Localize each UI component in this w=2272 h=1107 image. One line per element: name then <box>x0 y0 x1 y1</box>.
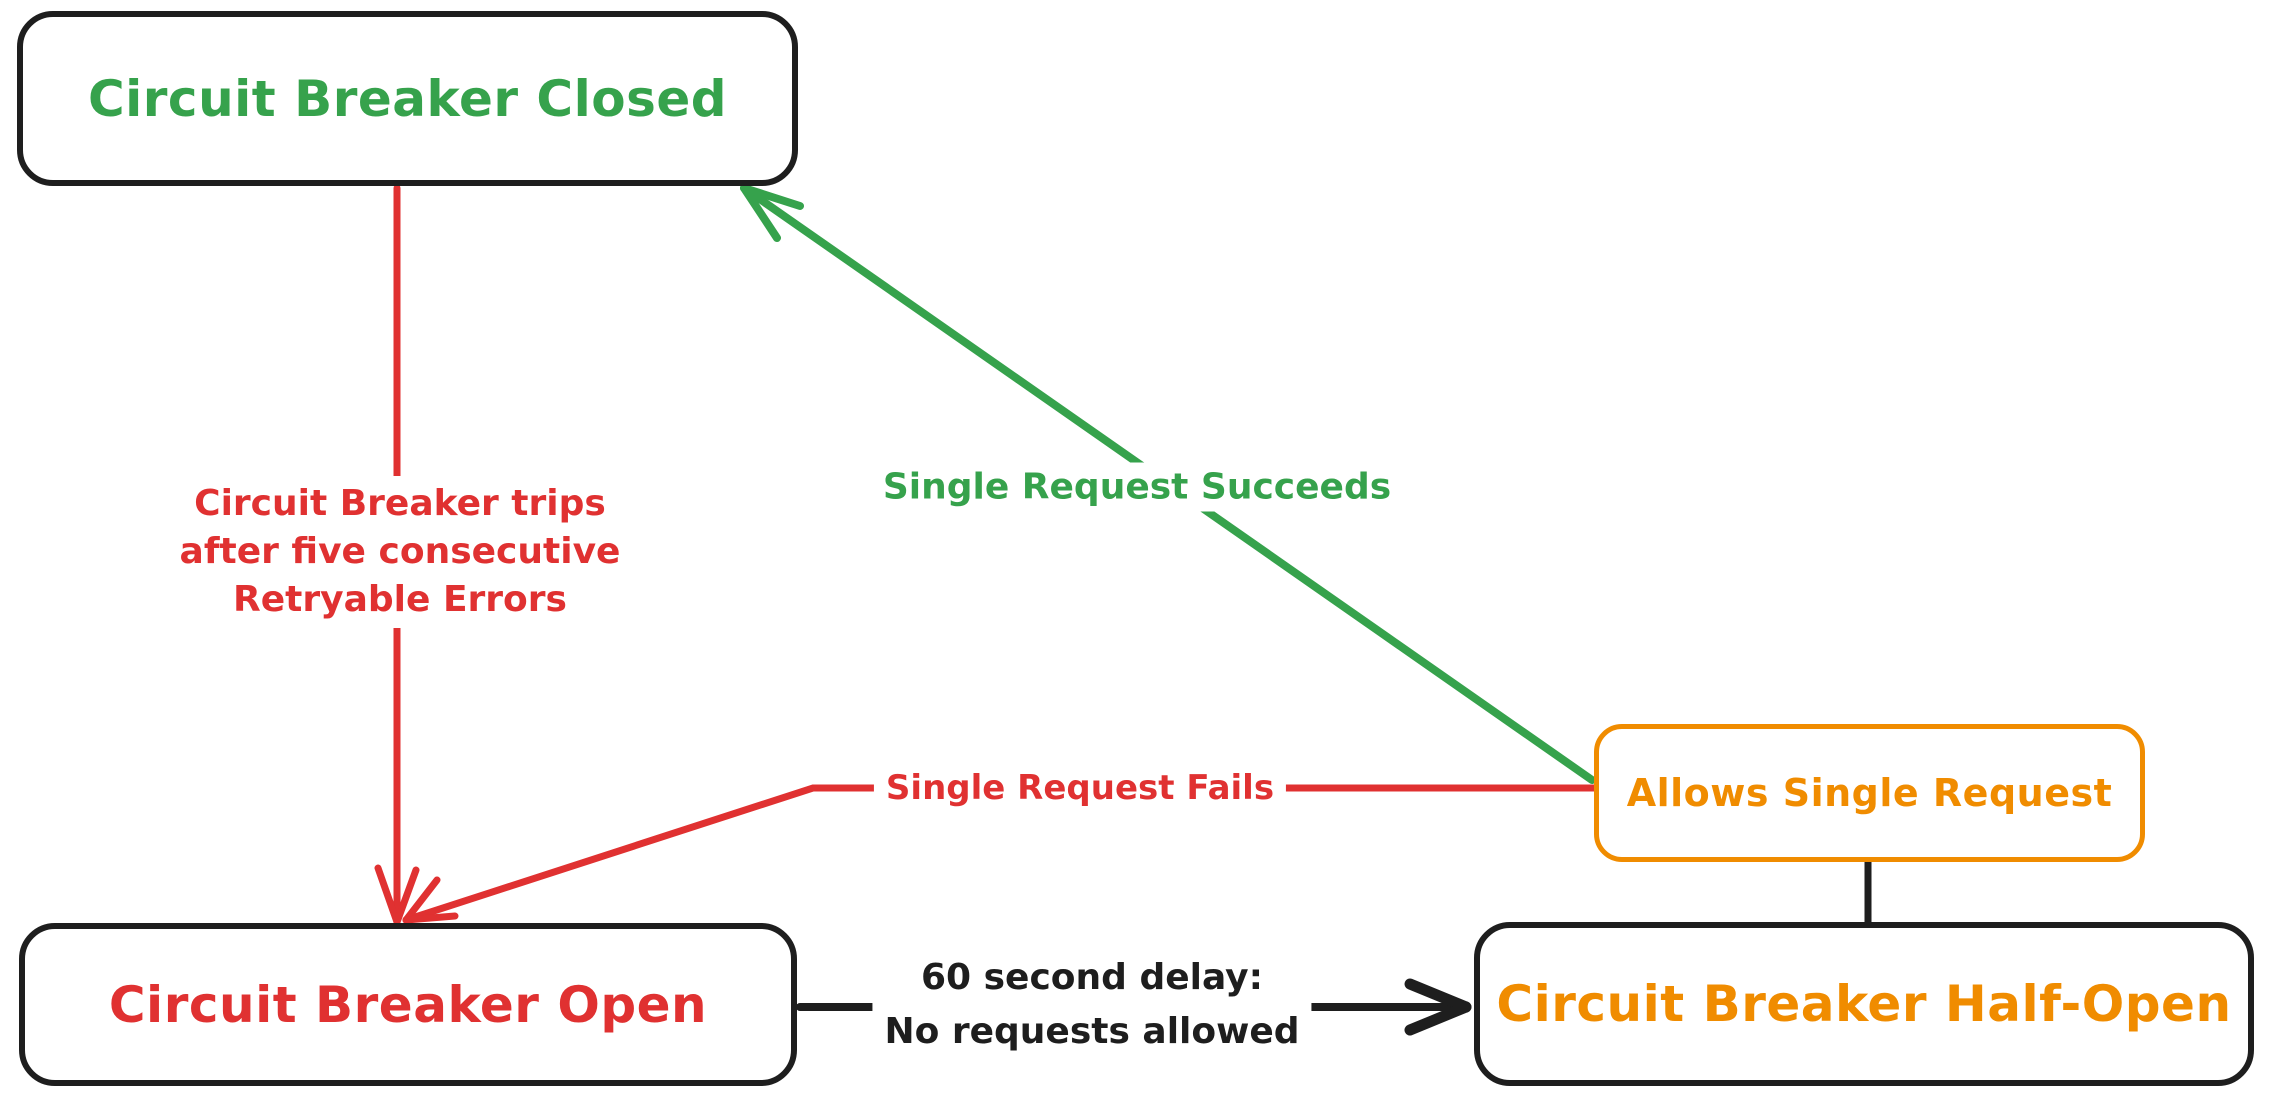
state-open-box: Circuit Breaker Open <box>19 923 797 1086</box>
state-open-label: Circuit Breaker Open <box>108 975 708 1034</box>
edge-label-delay-line2: No requests allowed <box>884 1011 1300 1052</box>
edge-label-trips-line3: Retryable Errors <box>233 579 567 620</box>
edge-label-fails: Single Request Fails <box>873 764 1287 812</box>
edge-label-delay: 60 second delay: No requests allowed <box>872 947 1312 1063</box>
allows-single-request-box: Allows Single Request <box>1594 724 2145 862</box>
edge-label-trips-line2: after five consecutive <box>179 531 621 572</box>
edge-label-delay-line1: 60 second delay: <box>920 957 1264 998</box>
state-half-open-box: Circuit Breaker Half-Open <box>1474 922 2254 1086</box>
state-closed-box: Circuit Breaker Closed <box>17 11 798 186</box>
state-half-open-label: Circuit Breaker Half-Open <box>1496 975 2232 1033</box>
edge-label-trips: Circuit Breaker trips after five consecu… <box>167 476 633 628</box>
edge-label-succeeds: Single Request Succeeds <box>870 462 1404 512</box>
edge-fails-arrow <box>402 784 1598 924</box>
allows-single-request-label: Allows Single Request <box>1626 771 2113 815</box>
state-closed-label: Circuit Breaker Closed <box>87 69 728 128</box>
edge-label-trips-line1: Circuit Breaker trips <box>194 483 606 524</box>
